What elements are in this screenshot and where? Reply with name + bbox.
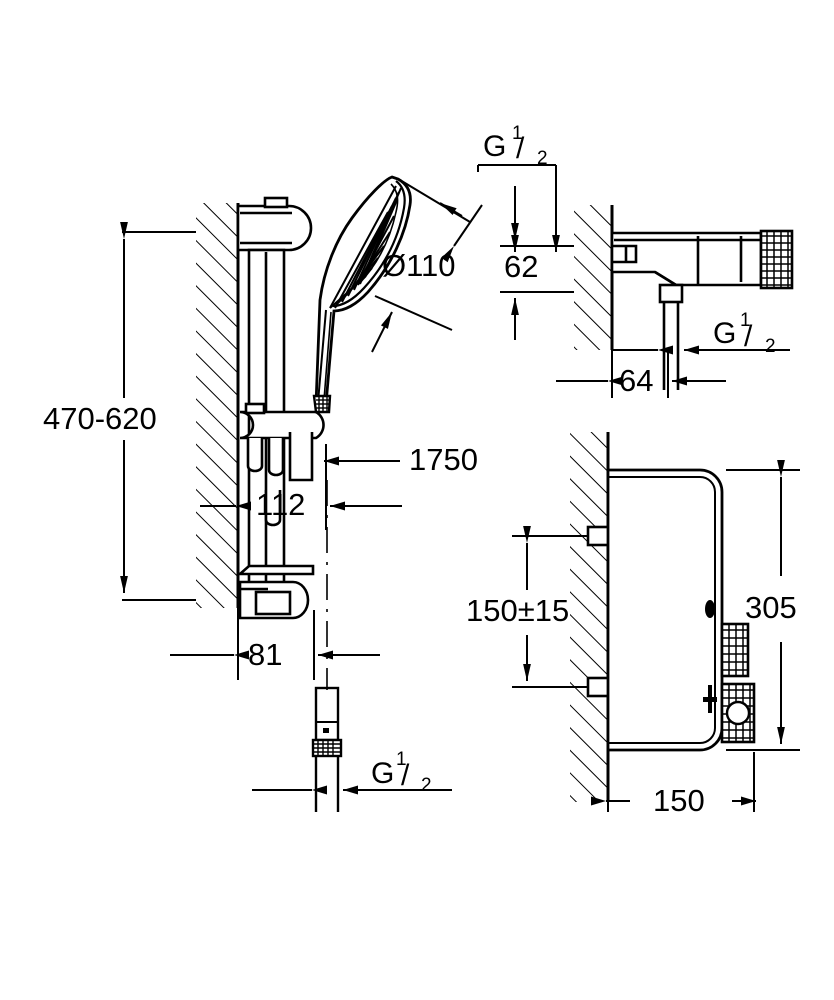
dim-label-rail-projection: 81 <box>248 637 282 672</box>
union-outlet-pipe <box>658 283 684 390</box>
union-knurled-nut <box>759 229 794 290</box>
thermostat-indicator <box>705 600 715 618</box>
thermostat-body <box>606 468 724 752</box>
thread-slash: / <box>516 132 525 165</box>
thread-denominator: 2 <box>765 336 776 357</box>
dim-label-rail-height: 470-620 <box>43 401 157 436</box>
dim-label-mixer-inlet-centres: 150±15 <box>466 593 569 628</box>
dim-mixer-projection <box>591 752 756 812</box>
rail-slider-holder <box>239 402 325 527</box>
thread-label-union-top: G 1 / 2 <box>483 123 548 169</box>
thermostat-temperature-handle <box>720 622 750 678</box>
dim-label-mixer-projection: 150 <box>653 783 705 818</box>
dim-rail-projection <box>170 608 380 680</box>
dim-mixer-height <box>726 460 800 751</box>
thread-denominator: 2 <box>537 148 548 169</box>
dim-label-head-diameter: Ø110 <box>382 248 456 283</box>
thermostat-volume-handle <box>720 682 756 744</box>
rail-top-bracket <box>236 196 313 252</box>
dim-label-union-projection: 64 <box>619 363 653 398</box>
wall-hatching-thermostat <box>570 432 610 802</box>
wall-hatching-union <box>574 205 614 350</box>
thread-g-letter: G <box>483 130 506 163</box>
dim-bracket-projection <box>200 444 402 530</box>
shower-rail-view: 470-620 Ø110 1750 112 81 <box>43 175 478 812</box>
dim-mixer-inlet-centres <box>512 526 588 688</box>
thermostat-view: 150±15 305 150 <box>466 432 800 818</box>
hand-shower <box>312 175 412 414</box>
dim-union-thread-top-leader <box>441 164 560 263</box>
dim-union-centres <box>500 200 574 340</box>
thread-label-union-outlet: G 1 / 2 <box>713 310 776 357</box>
thread-label-hose: G 1 / 2 <box>371 749 432 796</box>
thread-numerator: 1 <box>396 749 407 770</box>
shower-hose-piece <box>311 686 343 812</box>
wall-union-body <box>610 231 764 287</box>
wall-union-view: G 1 / 2 62 G 1 / 2 <box>441 123 794 398</box>
thread-slash: / <box>744 320 753 353</box>
thermostat-marker-icon <box>703 685 717 713</box>
dim-union-projection <box>556 348 726 398</box>
thread-slash: / <box>401 759 410 792</box>
thread-numerator: 1 <box>512 123 523 144</box>
dim-rail-height <box>120 222 196 601</box>
dim-label-union-centres: 62 <box>504 249 538 284</box>
dim-label-bracket-projection: 112 <box>256 487 305 522</box>
thread-g-letter: G <box>713 317 736 350</box>
thread-numerator: 1 <box>740 310 751 331</box>
wall-hatching-left <box>196 203 240 608</box>
thread-denominator: 2 <box>421 775 432 796</box>
dim-label-mixer-height: 305 <box>745 590 797 625</box>
rail-bottom-bracket <box>236 564 315 620</box>
dim-label-hose-length: 1750 <box>409 442 478 477</box>
thread-g-letter: G <box>371 757 394 790</box>
dim-head-diameter-leader <box>371 179 471 353</box>
